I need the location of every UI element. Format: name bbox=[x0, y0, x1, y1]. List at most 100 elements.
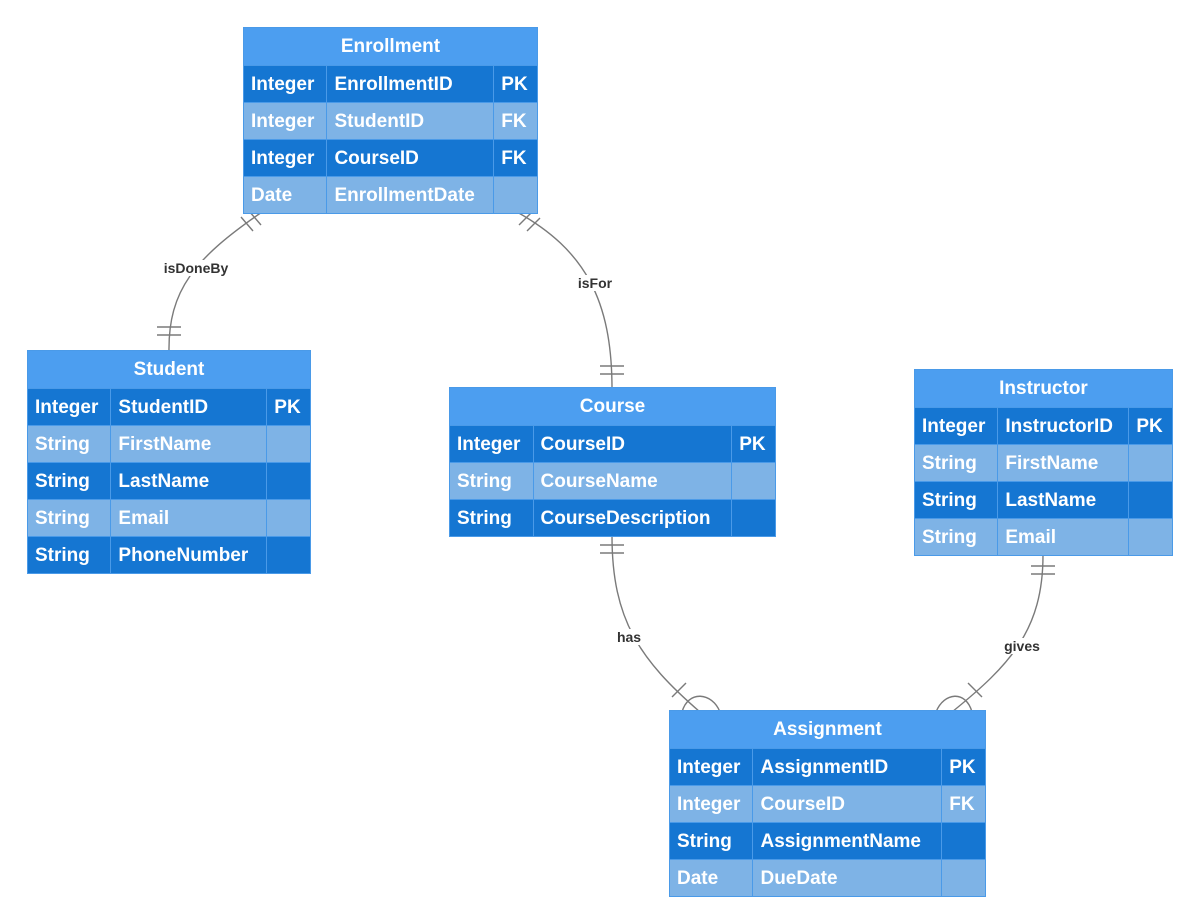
attribute-key bbox=[942, 859, 985, 896]
attribute-type: Integer bbox=[450, 425, 534, 462]
entity-title: Enrollment bbox=[244, 28, 537, 65]
attribute-name: FirstName bbox=[111, 425, 268, 462]
attribute-name: Email bbox=[111, 499, 268, 536]
attribute-key bbox=[267, 425, 310, 462]
attribute-key: FK bbox=[494, 139, 537, 176]
attribute-name: CourseDescription bbox=[533, 499, 733, 536]
attribute-key bbox=[1129, 518, 1172, 555]
attribute-name: StudentID bbox=[327, 102, 495, 139]
one-marker bbox=[240, 216, 254, 232]
attribute-key bbox=[1129, 481, 1172, 518]
one-marker bbox=[967, 682, 983, 698]
attribute-type: String bbox=[670, 822, 754, 859]
attribute-type: String bbox=[28, 462, 112, 499]
edge-isFor bbox=[516, 211, 613, 390]
attribute-key: PK bbox=[732, 425, 775, 462]
attribute-key bbox=[267, 499, 310, 536]
attribute-type: String bbox=[28, 536, 112, 573]
attribute-key bbox=[732, 499, 775, 536]
entity-title: Course bbox=[450, 388, 775, 425]
edge-gives bbox=[951, 554, 1044, 713]
relationship-label-isFor: isFor bbox=[575, 275, 615, 291]
attribute-type: String bbox=[28, 499, 112, 536]
many-marker bbox=[935, 695, 973, 713]
attribute-key: PK bbox=[267, 388, 310, 425]
attribute-key bbox=[942, 822, 985, 859]
entity-title: Assignment bbox=[670, 711, 985, 748]
attribute-type: Integer bbox=[670, 748, 754, 785]
attribute-name: DueDate bbox=[753, 859, 943, 896]
attribute-key: FK bbox=[942, 785, 985, 822]
attribute-type: String bbox=[915, 444, 999, 481]
attribute-key: FK bbox=[494, 102, 537, 139]
attribute-type: Integer bbox=[28, 388, 112, 425]
entity-title: Student bbox=[28, 351, 310, 388]
attribute-name: StudentID bbox=[111, 388, 268, 425]
attribute-name: LastName bbox=[111, 462, 268, 499]
attribute-type: String bbox=[915, 518, 999, 555]
attribute-type: String bbox=[450, 462, 534, 499]
attribute-type: Date bbox=[244, 176, 328, 213]
attribute-name: CourseID bbox=[533, 425, 733, 462]
attribute-name: CourseID bbox=[327, 139, 495, 176]
many-marker bbox=[681, 695, 721, 713]
relationship-label-gives: gives bbox=[1002, 638, 1042, 654]
attribute-key: PK bbox=[494, 65, 537, 102]
relationship-label-isDoneBy: isDoneBy bbox=[161, 260, 231, 276]
attribute-name: PhoneNumber bbox=[111, 536, 268, 573]
one-marker bbox=[518, 211, 533, 226]
attribute-type: Integer bbox=[670, 785, 754, 822]
edge-isDoneBy bbox=[168, 211, 263, 353]
attribute-name: FirstName bbox=[998, 444, 1130, 481]
attribute-name: LastName bbox=[998, 481, 1130, 518]
attribute-type: Date bbox=[670, 859, 754, 896]
attribute-name: EnrollmentID bbox=[327, 65, 495, 102]
attribute-name: InstructorID bbox=[998, 407, 1130, 444]
one-marker bbox=[526, 217, 541, 232]
attribute-key bbox=[267, 462, 310, 499]
attribute-type: String bbox=[28, 425, 112, 462]
relationship-label-has: has bbox=[614, 629, 644, 645]
attribute-type: String bbox=[915, 481, 999, 518]
attribute-key bbox=[1129, 444, 1172, 481]
attribute-name: AssignmentID bbox=[753, 748, 943, 785]
entity-title: Instructor bbox=[915, 370, 1172, 407]
edge-has bbox=[611, 535, 701, 713]
attribute-name: EnrollmentDate bbox=[327, 176, 495, 213]
attribute-key bbox=[732, 462, 775, 499]
attribute-name: Email bbox=[998, 518, 1130, 555]
attribute-type: Integer bbox=[244, 65, 328, 102]
one-marker bbox=[671, 682, 687, 698]
attribute-key: PK bbox=[942, 748, 985, 785]
attribute-key bbox=[494, 176, 537, 213]
attribute-type: Integer bbox=[915, 407, 999, 444]
attribute-type: Integer bbox=[244, 139, 328, 176]
attribute-key bbox=[267, 536, 310, 573]
attribute-type: String bbox=[450, 499, 534, 536]
attribute-name: CourseID bbox=[753, 785, 943, 822]
attribute-key: PK bbox=[1129, 407, 1172, 444]
